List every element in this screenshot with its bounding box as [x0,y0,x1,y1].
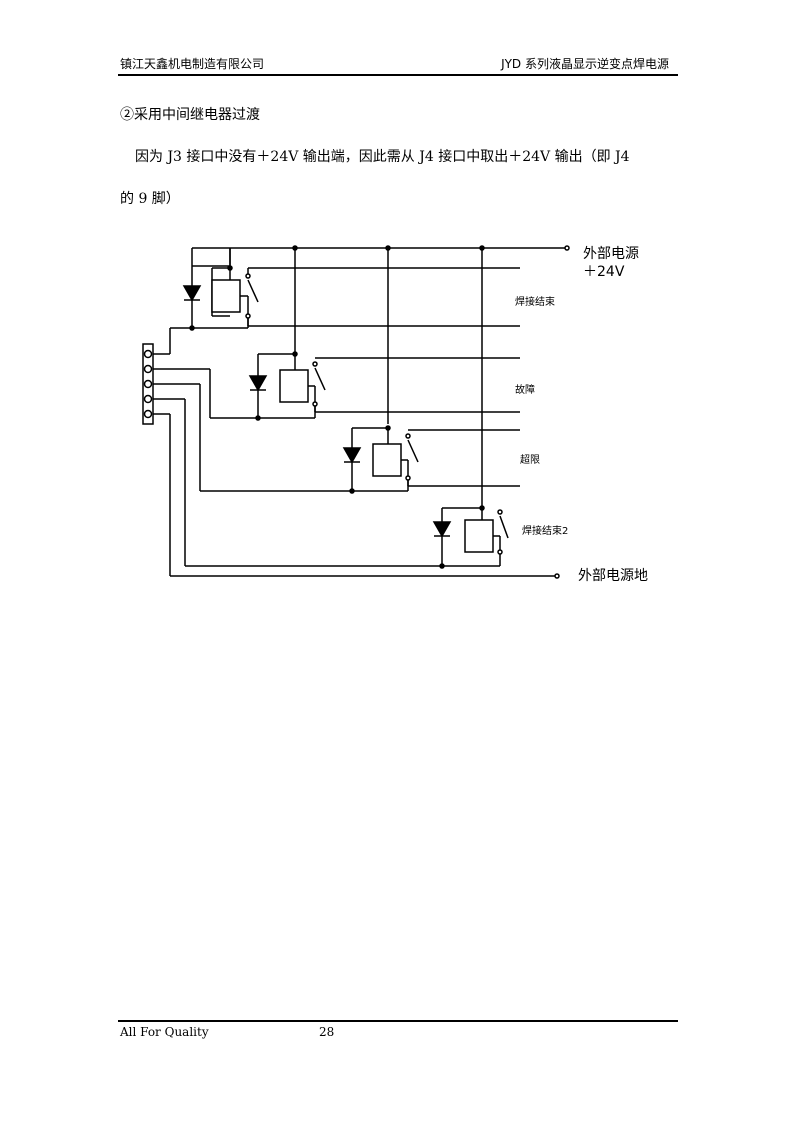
header-company: 镇江天鑫机电制造有限公司 [120,57,265,71]
diagram-labels: 外部电源 ＋24V 焊接结束 故障 超限 焊接结束2 外部电源地 [515,246,648,584]
power-label-line-1: 外部电源 [583,246,639,262]
output-label-3: 超限 [520,453,540,466]
output-label-4: 焊接结束2 [522,524,568,537]
header-product: JYD 系列液晶显示逆变点焊电源 [501,57,669,71]
footer-rule [118,1020,678,1022]
ground-label: 外部电源地 [578,568,648,584]
relay-unit-4 [153,398,509,569]
section-title: ②采用中间继电器过渡 [120,107,260,123]
relay-wiring-diagram: 外部电源 ＋24V 焊接结束 故障 超限 焊接结束2 外部电源地 [142,245,648,584]
page-number: 28 [319,1025,335,1039]
output-label-1: 焊接结束 [515,295,555,308]
power-label-line-2: ＋24V [583,264,625,280]
relay-unit-2 [153,351,520,421]
header-rule [118,74,678,76]
relay-unit-3 [153,383,520,494]
ground-bus [153,413,560,579]
relay-unit-1 [153,248,520,355]
paragraph-line-2: 的 9 脚） [120,191,180,207]
footer-slogan: All For Quality [120,1025,209,1039]
power-bus [191,245,570,508]
terminal-block [142,343,154,425]
output-label-2: 故障 [515,383,535,396]
paragraph-line-1: 因为 J3 接口中没有＋24V 输出端，因此需从 J4 接口中取出＋24V 输出… [135,149,630,165]
